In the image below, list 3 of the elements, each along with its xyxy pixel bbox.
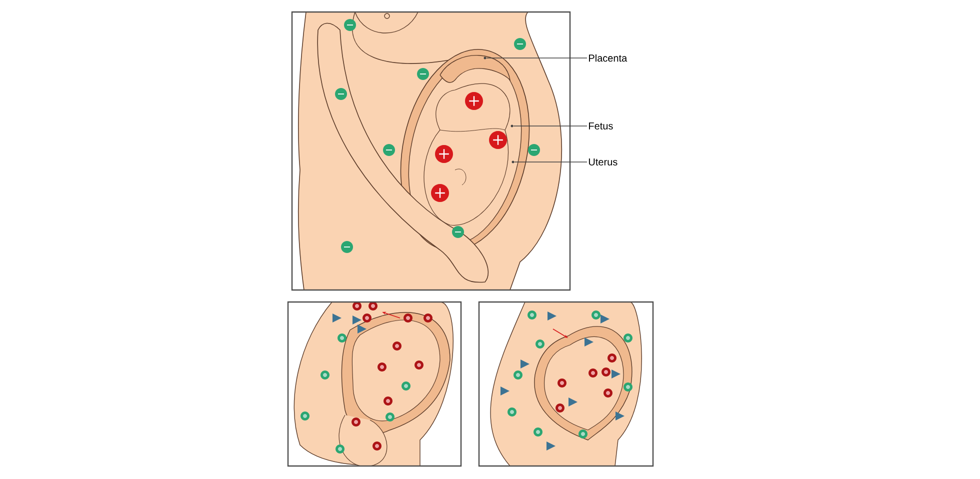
part-label: Uterus <box>588 158 618 166</box>
part-label: Placenta <box>589 54 628 62</box>
part-label: Fetus <box>589 122 613 130</box>
